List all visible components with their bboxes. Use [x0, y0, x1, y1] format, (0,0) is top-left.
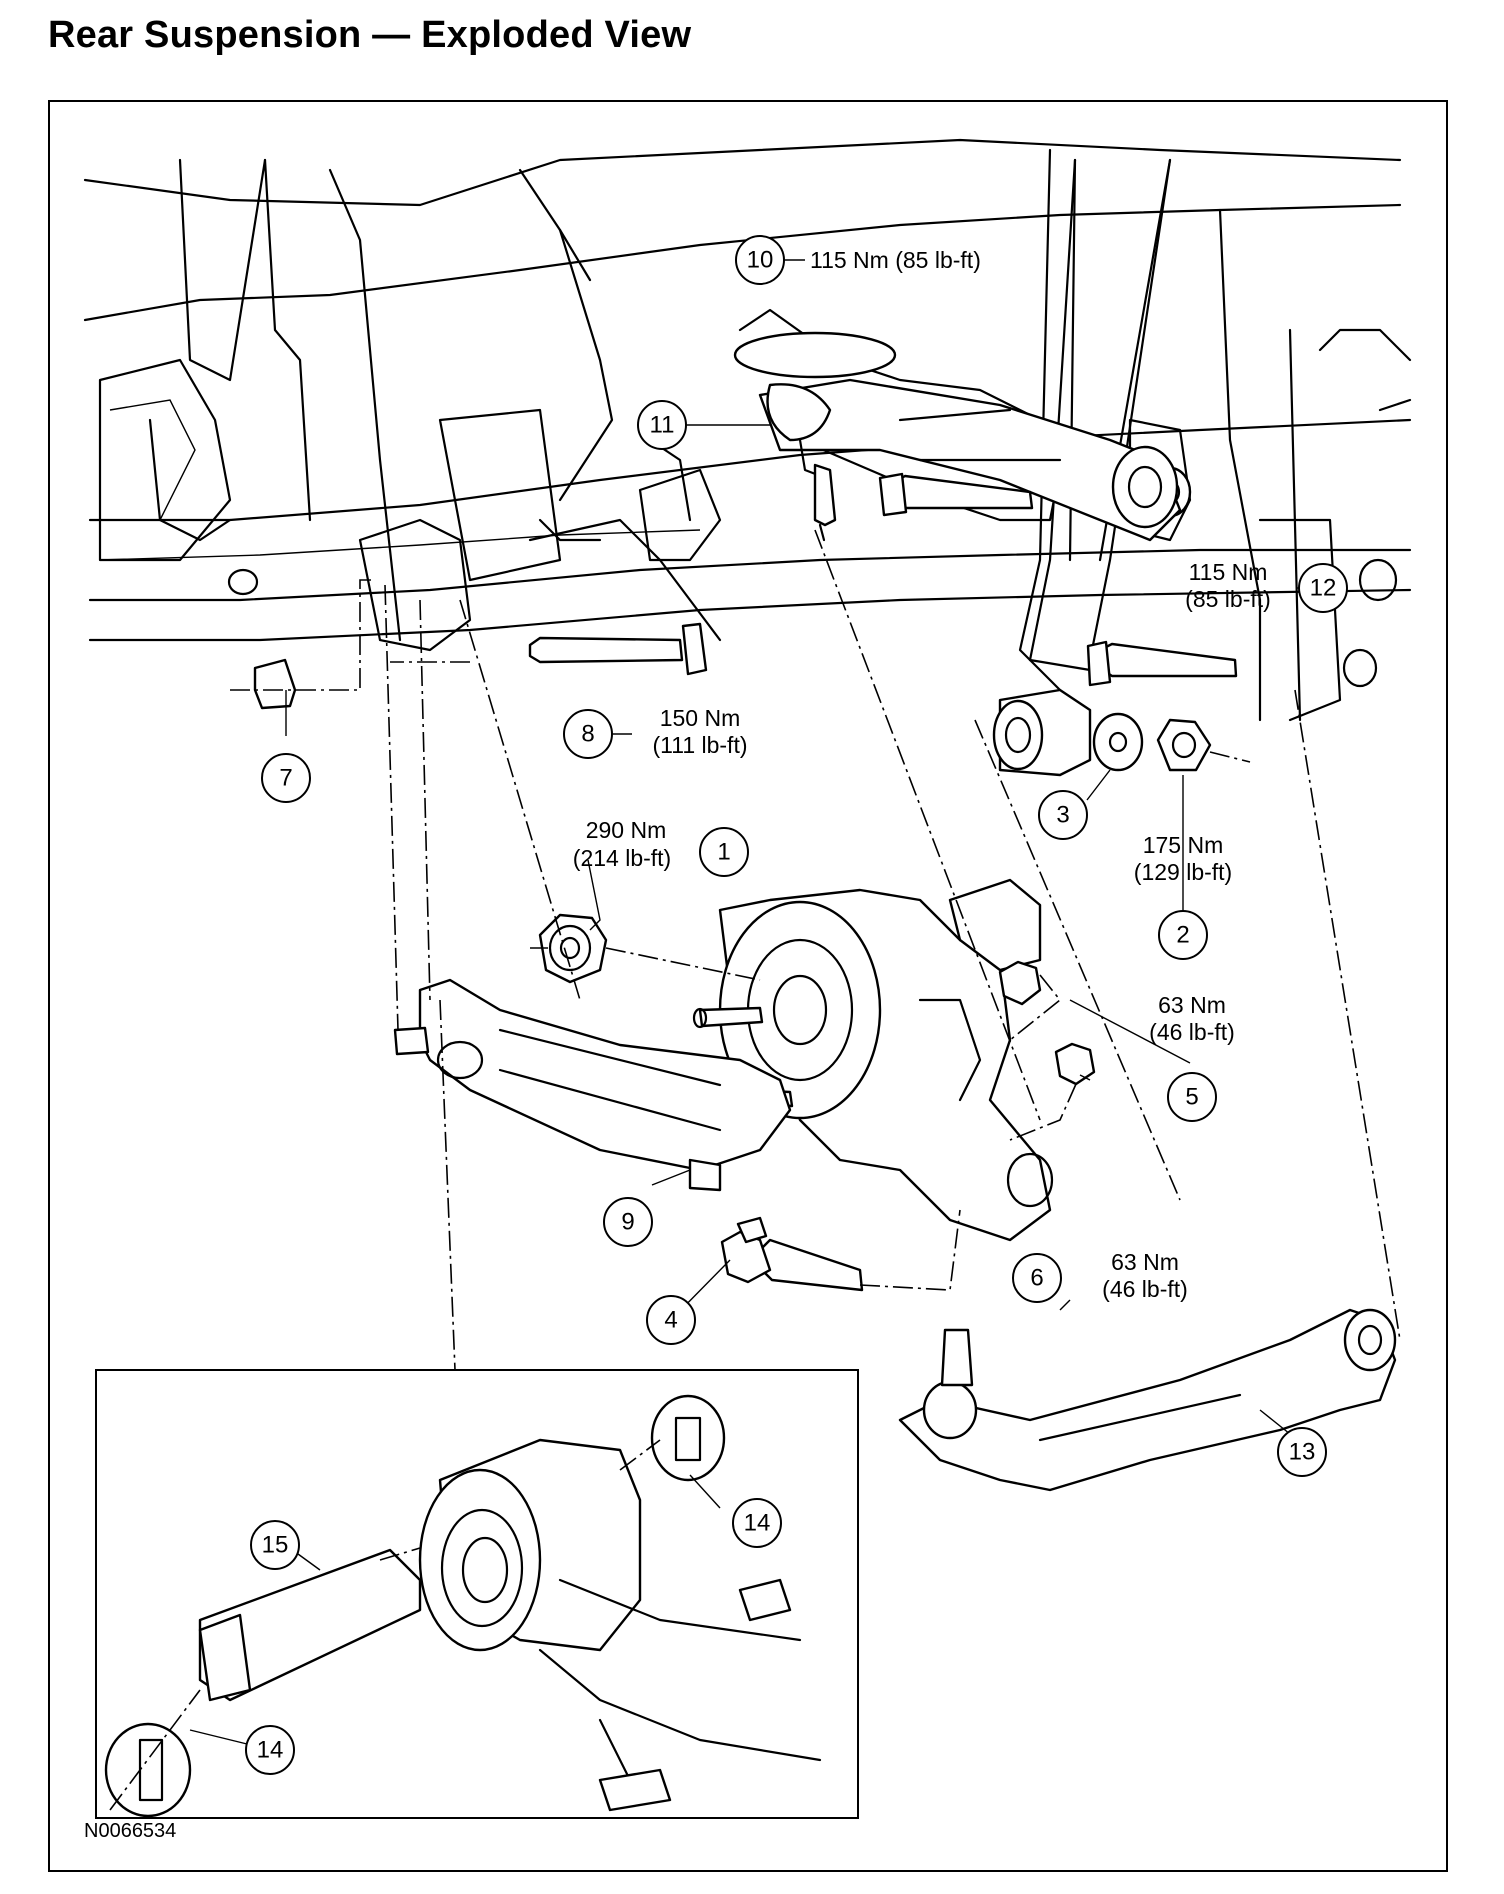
callout-2: 2 175 Nm (129 lb-ft)	[1134, 832, 1232, 960]
cam-bolt	[720, 1216, 864, 1292]
frame-bolt	[528, 622, 708, 676]
svg-text:9: 9	[621, 1209, 634, 1236]
callout-14-lower: 14	[245, 1725, 295, 1775]
svg-text:290 Nm: 290 Nm	[586, 817, 667, 843]
svg-text:175 Nm: 175 Nm	[1143, 832, 1224, 858]
svg-text:(46 lb-ft): (46 lb-ft)	[1149, 1019, 1235, 1045]
svg-text:11: 11	[650, 412, 675, 439]
lower-control-arm	[393, 978, 792, 1192]
svg-text:(129 lb-ft): (129 lb-ft)	[1134, 859, 1232, 885]
frame-nut	[253, 658, 297, 710]
hub-nut	[538, 913, 608, 984]
knuckle-nut-upper	[998, 960, 1042, 1006]
knuckle-nut-lower	[1054, 1042, 1096, 1086]
callout-8: 8 150 Nm (111 lb-ft)	[563, 705, 748, 759]
upper-arm-bolt	[878, 472, 1034, 517]
callout-15: 15	[250, 1520, 300, 1570]
shock-nut	[1156, 718, 1212, 772]
svg-text:4: 4	[664, 1307, 677, 1334]
figure-id: N0066534	[84, 1820, 176, 1842]
svg-text:6: 6	[1030, 1265, 1043, 1292]
callout-7: 7	[261, 753, 311, 803]
upper-control-arm	[733, 331, 1182, 542]
callout-9: 9	[603, 1197, 653, 1247]
callout-10: 10 115 Nm (85 lb-ft)	[735, 235, 981, 285]
svg-text:2: 2	[1176, 922, 1189, 949]
svg-text:(46 lb-ft): (46 lb-ft)	[1102, 1276, 1188, 1302]
callout-5: 5 63 Nm (46 lb-ft)	[1149, 992, 1235, 1122]
svg-text:(85 lb-ft): (85 lb-ft)	[1185, 586, 1271, 612]
svg-text:13: 13	[1289, 1439, 1316, 1466]
lower-lateral-arm	[898, 1308, 1397, 1492]
knuckle-hub-assembly	[692, 878, 1054, 1242]
svg-text:115 Nm (85 lb-ft): 115 Nm (85 lb-ft)	[810, 247, 981, 273]
alignment-lines	[230, 529, 1401, 1371]
shock-lower-bolt	[1086, 640, 1238, 687]
svg-text:(214 lb-ft): (214 lb-ft)	[573, 845, 671, 871]
svg-text:5: 5	[1185, 1084, 1198, 1111]
svg-text:12: 12	[1310, 575, 1337, 602]
callout-leaders	[189, 259, 1310, 1745]
bushing-detail-inset	[95, 1369, 859, 1819]
diagram-frame	[48, 100, 1448, 1872]
vehicle-frame-structure	[83, 138, 1412, 722]
washer	[1092, 712, 1144, 772]
callout-13: 13	[1277, 1427, 1327, 1477]
svg-text:115 Nm: 115 Nm	[1189, 559, 1268, 585]
svg-text:8: 8	[581, 721, 594, 748]
callout-12: 12 115 Nm (85 lb-ft)	[1185, 559, 1348, 613]
svg-text:3: 3	[1056, 802, 1069, 829]
svg-text:(111 lb-ft): (111 lb-ft)	[652, 732, 747, 758]
svg-text:14: 14	[744, 1510, 771, 1537]
callout-1: 1 290 Nm (214 lb-ft)	[573, 817, 749, 877]
svg-text:15: 15	[262, 1532, 289, 1559]
svg-text:1: 1	[717, 839, 730, 866]
svg-text:63 Nm: 63 Nm	[1158, 992, 1226, 1018]
svg-text:14: 14	[257, 1737, 284, 1764]
svg-text:10: 10	[747, 247, 774, 274]
callout-4: 4	[646, 1295, 696, 1345]
shock-absorber	[992, 158, 1172, 777]
callout-6: 6 63 Nm (46 lb-ft)	[1012, 1249, 1188, 1303]
callout-3: 3	[1038, 790, 1088, 840]
callout-11: 11	[637, 400, 687, 450]
bushing-detail-drawing	[104, 1394, 822, 1818]
callout-14-upper: 14	[732, 1498, 782, 1548]
page-title: Rear Suspension — Exploded View	[48, 14, 692, 56]
svg-text:63 Nm: 63 Nm	[1111, 1249, 1179, 1275]
svg-text:7: 7	[279, 765, 292, 792]
svg-text:150 Nm: 150 Nm	[660, 705, 741, 731]
